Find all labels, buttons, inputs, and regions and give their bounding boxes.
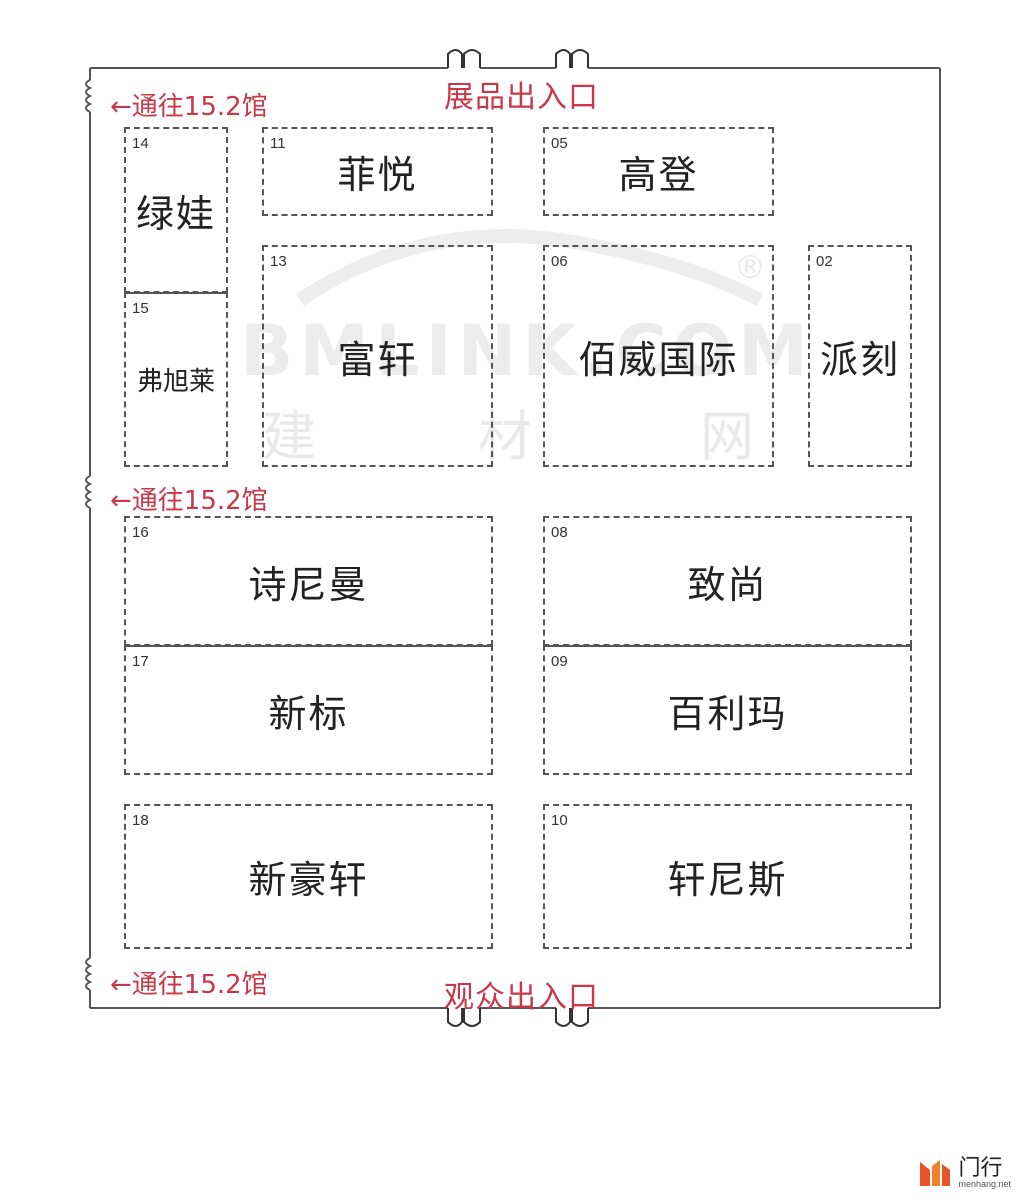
booth-09[interactable]: 09 百利玛 bbox=[543, 645, 912, 775]
menhang-logo-icon bbox=[920, 1160, 951, 1186]
booth-name: 高登 bbox=[618, 153, 699, 197]
booth-13[interactable]: 13 富轩 bbox=[262, 245, 493, 467]
booth-number: 16 bbox=[132, 524, 149, 541]
booth-name: 富轩 bbox=[337, 337, 418, 382]
booth-name: 菲悦 bbox=[337, 153, 418, 197]
booth-17[interactable]: 17 新标 bbox=[124, 645, 493, 775]
logo-name-en: menhang.net bbox=[958, 1178, 1011, 1189]
booth-14[interactable]: 14 绿娃 bbox=[124, 127, 228, 293]
booth-number: 15 bbox=[132, 300, 149, 317]
booth-02[interactable]: 02 派刻 bbox=[808, 245, 912, 467]
booth-number: 11 bbox=[270, 135, 286, 152]
booth-number: 10 bbox=[551, 812, 568, 829]
booth-number: 06 bbox=[551, 253, 568, 270]
booth-name: 轩尼斯 bbox=[667, 858, 788, 902]
booth-number: 05 bbox=[551, 135, 568, 152]
booth-name: 绿娃 bbox=[135, 191, 216, 236]
booth-number: 09 bbox=[551, 653, 568, 670]
visitor-entrance-label: 观众出入口 bbox=[444, 980, 599, 1015]
booth-number: 18 bbox=[132, 812, 149, 829]
booth-name: 诗尼曼 bbox=[248, 562, 369, 607]
booth-name: 佰威国际 bbox=[578, 337, 739, 382]
booth-name: 弗旭莱 bbox=[136, 367, 215, 397]
logo-name-cn: 门行 bbox=[958, 1155, 1003, 1181]
booth-16[interactable]: 16 诗尼曼 bbox=[124, 516, 493, 646]
booth-06[interactable]: 06 佰威国际 bbox=[543, 245, 774, 467]
watermark-brand: BMLINK.COM bbox=[240, 310, 814, 392]
booth-name: 新标 bbox=[268, 691, 349, 736]
booth-05[interactable]: 05 高登 bbox=[543, 127, 774, 216]
bottom-door-icon bbox=[447, 1008, 589, 1027]
booth-name: 派刻 bbox=[819, 337, 900, 382]
booth-number: 13 bbox=[270, 253, 287, 270]
top-door-icon bbox=[447, 49, 589, 68]
booth-number: 08 bbox=[551, 524, 568, 541]
booth-18[interactable]: 18 新豪轩 bbox=[124, 804, 493, 949]
booth-number: 17 bbox=[132, 653, 149, 670]
booth-11[interactable]: 11 菲悦 bbox=[262, 127, 493, 216]
side-link-label-2: ←通往15.2馆 bbox=[110, 486, 268, 516]
booth-number: 02 bbox=[816, 253, 833, 270]
booth-number: 14 bbox=[132, 135, 149, 152]
booth-name: 百利玛 bbox=[667, 691, 788, 736]
exhibit-entrance-label: 展品出入口 bbox=[444, 80, 599, 115]
side-link-label-3: ←通往15.2馆 bbox=[110, 970, 268, 1000]
watermark-swoosh-icon bbox=[296, 229, 764, 307]
booth-name: 新豪轩 bbox=[248, 858, 369, 902]
booth-name: 致尚 bbox=[687, 562, 768, 607]
booth-10[interactable]: 10 轩尼斯 bbox=[543, 804, 912, 949]
booth-08[interactable]: 08 致尚 bbox=[543, 516, 912, 646]
site-logo: 门行 menhang.net bbox=[918, 1156, 1011, 1190]
booth-15[interactable]: 15 弗旭莱 bbox=[124, 292, 228, 467]
side-link-label-1: ←通往15.2馆 bbox=[110, 92, 268, 122]
